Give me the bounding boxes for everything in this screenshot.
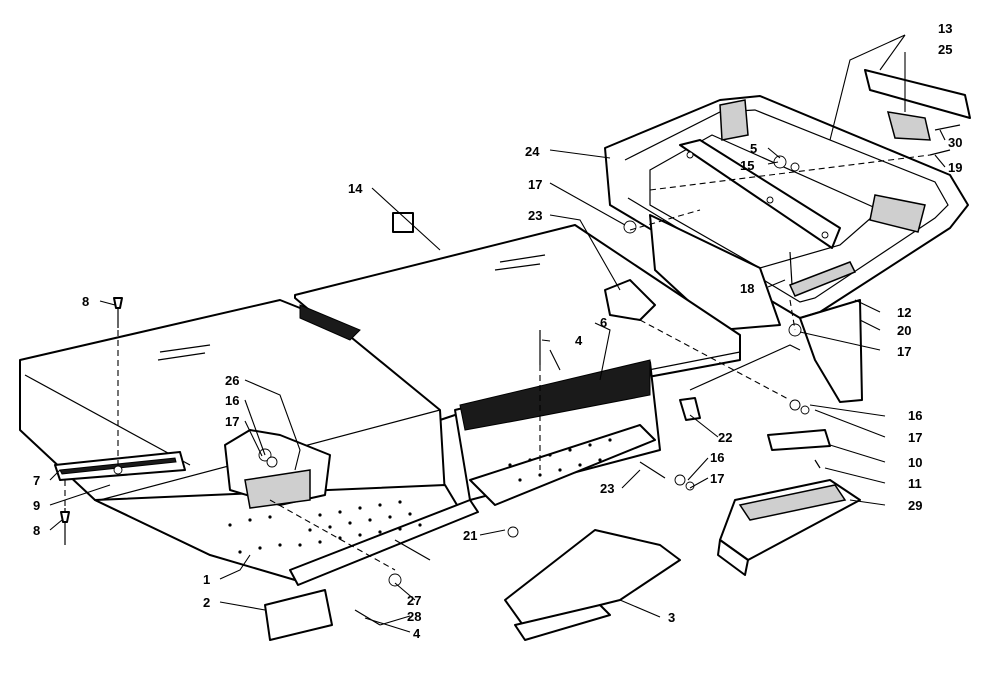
reflector-part-10: [767, 429, 831, 451]
step-part-29: [717, 479, 861, 576]
callout-17e: 17: [225, 414, 239, 429]
callout-12: 12: [897, 305, 911, 320]
callout-5: 5: [750, 141, 757, 156]
callout-4b: 4: [413, 626, 421, 641]
callout-25: 25: [938, 42, 952, 57]
callout-4: 4: [575, 333, 583, 348]
callout-2: 2: [203, 595, 210, 610]
callout-3: 3: [668, 610, 675, 625]
rear-rack: [604, 95, 969, 403]
leader-lines: [49, 34, 946, 633]
decal-part-14: [392, 212, 414, 233]
callout-29: 29: [908, 498, 922, 513]
callout-1: 1: [203, 572, 210, 587]
callout-17: 17: [528, 177, 542, 192]
callout-20: 20: [897, 323, 911, 338]
callout-17d: 17: [710, 471, 724, 486]
callout-8: 8: [82, 294, 89, 309]
callout-27: 27: [407, 593, 421, 608]
callout-13: 13: [938, 21, 952, 36]
bracket-part-25: [886, 111, 931, 141]
assembly-lines: [64, 154, 931, 571]
callout-14: 14: [348, 181, 363, 196]
callout-7: 7: [33, 473, 40, 488]
callout-21: 21: [463, 528, 477, 543]
callout-30: 30: [948, 135, 962, 150]
callout-11: 11: [908, 476, 922, 491]
callout-22: 22: [718, 430, 732, 445]
callout-10: 10: [908, 455, 922, 470]
callout-labels: 13 25 30 19 5 15 24 17 23 14 18 12 20 17…: [33, 21, 962, 641]
tube-part-22: [679, 397, 701, 421]
callout-16b: 16: [710, 450, 724, 465]
callout-16c: 16: [225, 393, 239, 408]
callout-6: 6: [600, 315, 607, 330]
hardware: [60, 124, 961, 626]
callout-28: 28: [407, 609, 421, 624]
running-board-right: [469, 424, 656, 506]
callout-19: 19: [948, 160, 962, 175]
callout-16: 16: [908, 408, 922, 423]
cutaway-top: [604, 279, 656, 321]
running-board-part-1: [94, 484, 479, 586]
reflector-part-2: [264, 589, 333, 641]
cutaway-detail: [224, 429, 331, 509]
pad-part-6: [459, 359, 651, 431]
callout-15: 15: [740, 158, 754, 173]
step-plate-part-3: [504, 529, 681, 641]
callout-24: 24: [525, 144, 540, 159]
callout-9: 9: [33, 498, 40, 513]
callout-18: 18: [740, 281, 754, 296]
callout-26: 26: [225, 373, 239, 388]
callout-17c: 17: [908, 430, 922, 445]
deflector-part-13: [864, 69, 971, 119]
callout-17b: 17: [897, 344, 911, 359]
callout-23b: 23: [600, 481, 614, 496]
callout-23: 23: [528, 208, 542, 223]
callout-8b: 8: [33, 523, 40, 538]
